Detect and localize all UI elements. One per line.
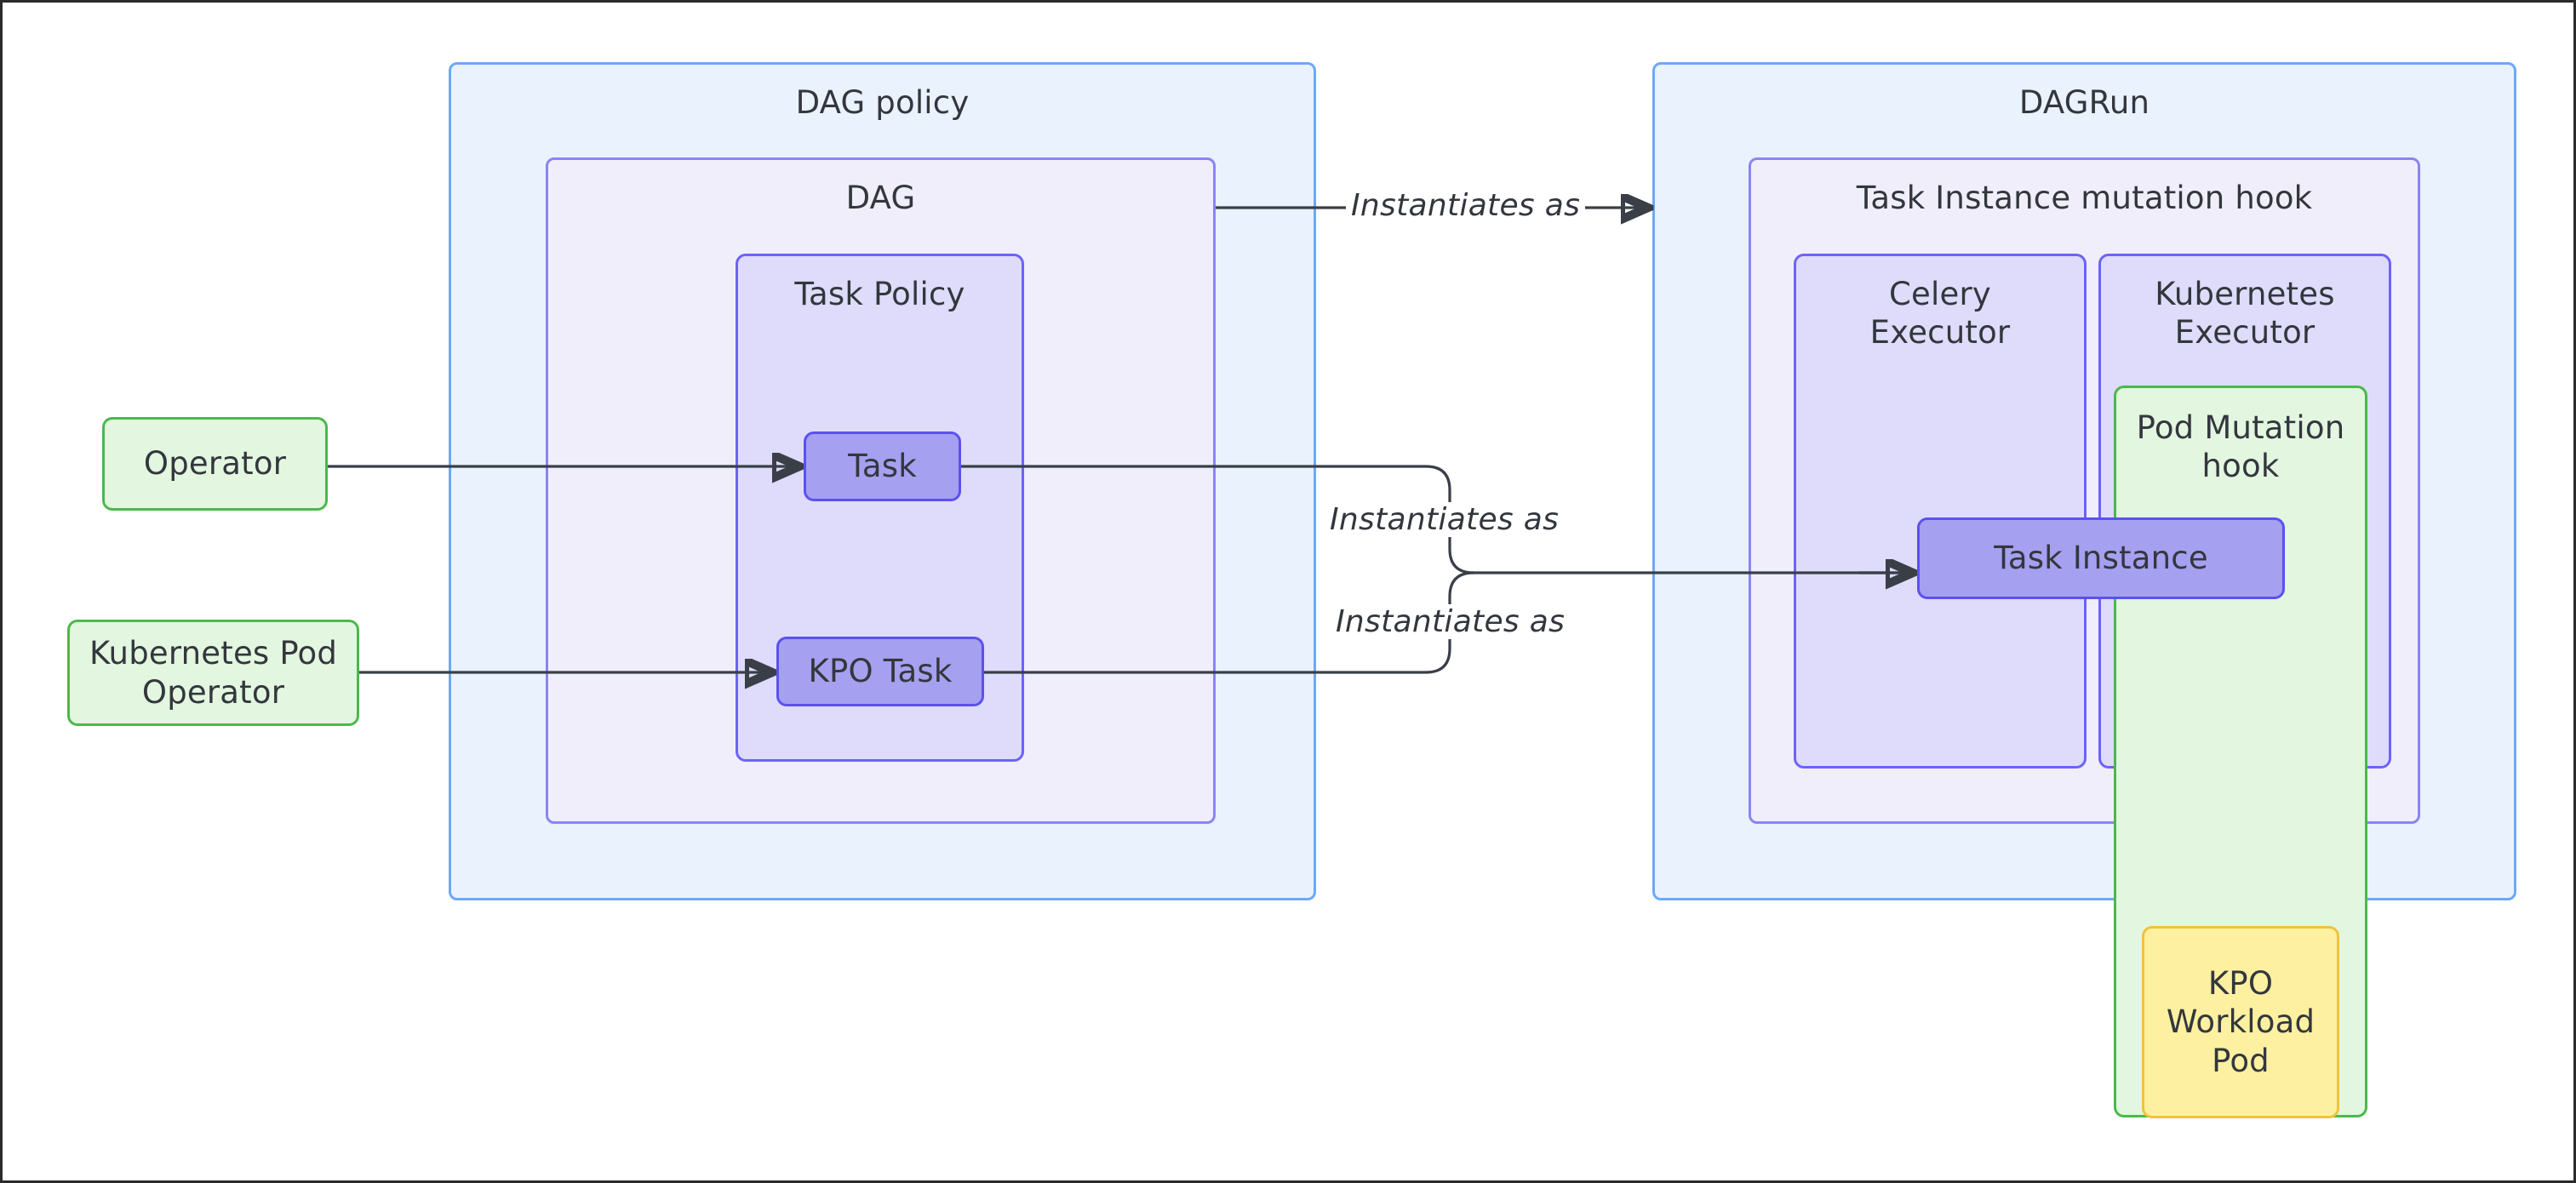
node-operator[interactable]: Operator: [102, 417, 328, 511]
node-pod-mutation-hook-label: Pod Mutation hook: [2136, 409, 2345, 485]
node-kpo-task-label: KPO Task: [808, 653, 953, 690]
cluster-kubernetes-executor-label: Kubernetes Executor: [2155, 276, 2335, 351]
cluster-celery-executor: Celery Executor: [1794, 254, 2087, 769]
node-kubernetes-pod-operator[interactable]: Kubernetes Pod Operator: [67, 620, 359, 726]
node-kpo-workload-pod-label: KPO Workload Pod: [2166, 965, 2316, 1079]
node-task-instance-label: Task Instance: [1994, 540, 2208, 577]
edge-label-task-to-task-instance: Instantiates as: [1325, 502, 1565, 537]
node-task[interactable]: Task: [804, 431, 961, 501]
edge-label-dag-to-dagrun: Instantiates as: [1346, 188, 1586, 223]
cluster-celery-executor-label: Celery Executor: [1869, 276, 2011, 351]
cluster-dag-policy-label: DAG policy: [795, 84, 970, 121]
cluster-task-instance-mutation-hook-label: Task Instance mutation hook: [1856, 180, 2313, 216]
node-operator-label: Operator: [143, 445, 287, 483]
edge-label-kpo-task-to-task-instance: Instantiates as: [1331, 604, 1571, 639]
cluster-task-policy-label: Task Policy: [794, 276, 965, 312]
node-kpo-task[interactable]: KPO Task: [776, 637, 984, 706]
node-kubernetes-pod-operator-label: Kubernetes Pod Operator: [89, 635, 338, 711]
cluster-dag-label: DAG: [845, 180, 916, 216]
cluster-dagrun-label: DAGRun: [2018, 84, 2150, 121]
node-task-instance[interactable]: Task Instance: [1917, 517, 2285, 599]
node-kpo-workload-pod[interactable]: KPO Workload Pod: [2142, 926, 2339, 1118]
node-task-label: Task: [848, 448, 917, 485]
